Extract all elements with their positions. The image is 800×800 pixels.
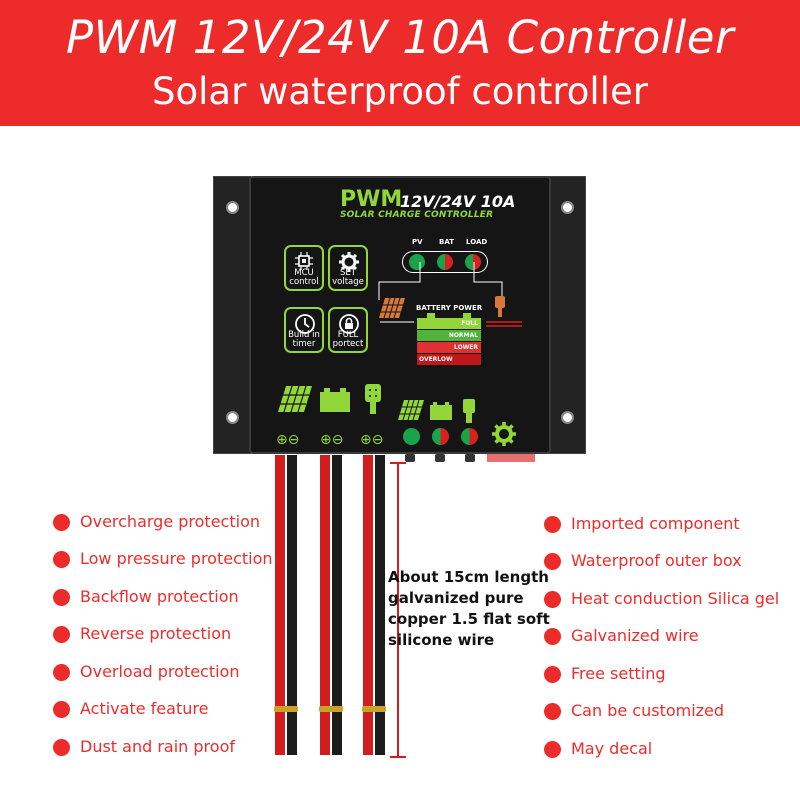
bullet-dot — [544, 628, 561, 645]
lock-icon — [339, 314, 359, 334]
led-load — [465, 254, 481, 270]
battery-terminal — [463, 313, 471, 318]
mounting-hole — [226, 201, 239, 214]
solar-panel-icon — [398, 400, 424, 421]
wire-load-negative — [375, 455, 385, 755]
terminal-load: ⊕⊖ — [360, 432, 384, 448]
bullet-dot — [544, 703, 561, 720]
bullet-dot — [53, 739, 70, 756]
bullet-dot — [53, 701, 70, 718]
header-banner: PWM 12V/24V 10A Controller Solar waterpr… — [0, 0, 800, 126]
wire-sleeve — [362, 706, 386, 712]
device-brand: PWM — [340, 187, 403, 212]
cable-glands — [405, 454, 535, 462]
feature-tile-set-voltage: SET voltage — [328, 245, 368, 291]
led-battery-status — [432, 428, 449, 445]
wire-battery-positive — [320, 455, 330, 755]
mounting-flange-right — [548, 176, 586, 454]
feature-tile-full-protect: FULL portect — [328, 307, 368, 353]
battery-level-full: FULL — [417, 318, 481, 329]
indicator-label-load: LOAD — [466, 238, 488, 246]
bullet-dot — [53, 514, 70, 531]
bullet-dot — [53, 551, 70, 568]
battery-level-overlow: OVERLOW — [417, 354, 481, 365]
feature-tile-timer: Build in timer — [284, 307, 324, 353]
bullet-dot — [544, 741, 561, 758]
clock-icon — [295, 314, 315, 334]
bullet-dot — [544, 553, 561, 570]
battery-level-normal: NORMAL — [417, 330, 481, 341]
battery-power-label: BATTERY POWER — [416, 304, 483, 312]
indicator-label-bat: BAT — [439, 238, 454, 246]
device-model: 12V/24V 10A — [400, 192, 516, 211]
device-subtitle: SOLAR CHARGE CONTROLLER — [340, 210, 494, 220]
bullet-dot — [544, 516, 561, 533]
wire-battery-negative — [332, 455, 342, 755]
battery-icon — [430, 402, 452, 420]
mounting-hole — [561, 411, 574, 424]
lamp-icon — [495, 296, 505, 317]
wire-solar-positive — [275, 455, 285, 755]
dimension-cap — [390, 756, 406, 758]
solar-panel-icon — [379, 298, 405, 319]
indicator-label-pv: PV — [412, 238, 423, 246]
chip-icon — [295, 252, 313, 270]
solar-panel-icon — [278, 386, 312, 413]
lamp-icon — [365, 384, 381, 414]
feature-label: Build in timer — [288, 330, 320, 349]
battery-terminal — [427, 313, 435, 318]
wire-sleeve — [274, 706, 298, 712]
feature-label: FULL portect — [332, 330, 364, 349]
terminal-battery: ⊕⊖ — [320, 432, 344, 448]
wire-load-positive — [363, 455, 373, 755]
battery-icon — [320, 388, 350, 412]
feature-label: SET voltage — [332, 268, 364, 287]
bullet-dot — [544, 591, 561, 608]
banner-subtitle: Solar waterproof controller — [152, 70, 648, 113]
length-dimension-line — [397, 462, 399, 758]
led-bat — [437, 254, 453, 270]
battery-level-gauge: FULL NORMAL LOWER OVERLOW — [417, 313, 481, 366]
led-solar-status — [403, 428, 420, 445]
indicator-strip — [402, 251, 488, 273]
wire-sleeve — [319, 706, 343, 712]
feature-tile-mcu: MCU control — [284, 245, 324, 291]
led-pv — [409, 254, 425, 270]
gear-icon — [339, 252, 359, 272]
wire-solar-negative — [287, 455, 297, 755]
terminal-solar: ⊕⊖ — [276, 432, 300, 448]
feature-label: MCU control — [289, 268, 319, 287]
bullet-dot — [53, 589, 70, 606]
lamp-icon — [463, 399, 475, 423]
mounting-flange-left — [213, 176, 251, 454]
led-load-status — [461, 428, 478, 445]
bullet-dot — [53, 664, 70, 681]
mounting-hole — [226, 411, 239, 424]
dimension-cap — [390, 462, 406, 464]
wire-length-note: About 15cm length galvanized pure copper… — [388, 568, 550, 649]
mounting-hole — [561, 201, 574, 214]
battery-level-lower: LOWER — [417, 342, 481, 353]
wiring-diagram — [378, 262, 522, 327]
bullet-dot — [544, 666, 561, 683]
gear-icon[interactable] — [491, 421, 517, 447]
banner-title: PWM 12V/24V 10A Controller — [65, 11, 734, 64]
bullet-dot — [53, 626, 70, 643]
